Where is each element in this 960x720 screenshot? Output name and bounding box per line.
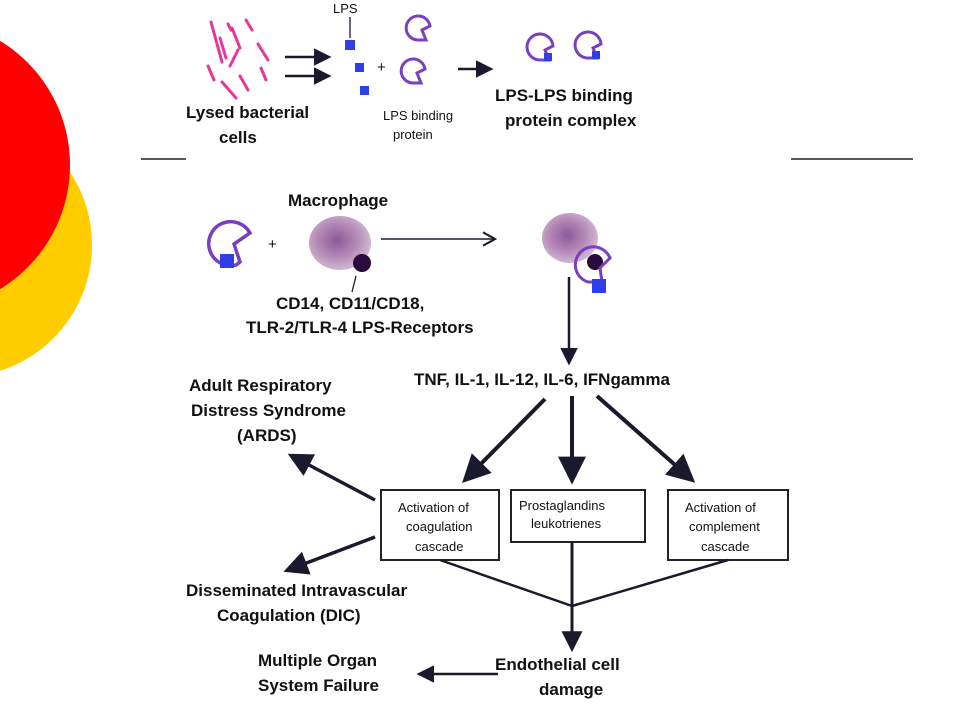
arrow-to-complement [595,394,696,483]
ards-label-line3: (ARDS) [237,426,297,445]
complement-box-line3: cascade [701,539,749,554]
receptors-label-line2: TLR-2/TLR-4 LPS-Receptors [246,318,474,337]
lysis-arrows [285,48,332,85]
decorative-circles [0,40,92,371]
lps-square-icon [360,86,369,95]
prostaglandins-box-line1: Prostaglandins [519,498,605,513]
cytokines-label: TNF, IL-1, IL-12, IL-6, IFNgamma [414,370,671,389]
coagulation-box-line3: cascade [415,539,463,554]
receptor-pointer [351,275,357,293]
complex-label-line2: protein complex [505,111,637,130]
lps-binding-protein-label-line1: LPS binding [383,108,453,123]
mosf-label-line2: System Failure [258,676,379,695]
plus-sign-top: + [377,59,386,76]
red-circle [0,40,70,290]
lps-complex-large-icon [207,219,253,268]
complement-box: Activation of complement cascade [667,489,789,561]
dic-label-line2: Coagulation (DIC) [217,606,361,625]
coagulation-box-line1: Activation of [398,500,469,515]
activated-macrophage-icon [542,213,612,293]
coagulation-box: Activation of coagulation cascade [380,489,500,561]
ards-label-line1: Adult Respiratory [189,376,332,395]
lps-label: LPS [333,1,358,16]
arrow-to-coagulation [462,397,547,483]
complement-box-line2: complement [689,519,760,534]
complex-label-line1: LPS-LPS binding [495,86,633,105]
converging-lines [439,558,729,608]
lps-lbp-complex-icon [525,30,603,62]
endothelial-label-line2: damage [539,680,603,699]
middle-section: + Macrophage CD14, CD11/CD18, TLR-2/TLR-… [207,191,671,389]
arrow-to-ards [287,453,376,502]
lps-square-icon [345,40,355,50]
dic-label-line1: Disseminated Intravascular [186,581,407,600]
macrophage-label: Macrophage [288,191,388,210]
prostaglandins-box-line2: leukotrienes [531,516,602,531]
complement-box-line1: Activation of [685,500,756,515]
lysed-cells-label-line1: Lysed bacterial [186,103,309,122]
lysed-bacteria-fragments-icon [206,18,270,100]
plus-sign-middle: + [268,236,277,253]
endothelial-label-line1: Endothelial cell [495,655,620,674]
arrow-to-dic [283,535,376,575]
lps-binding-protein-label-line2: protein [393,127,433,142]
receptors-label-line1: CD14, CD11/CD18, [276,294,424,313]
mosf-label-line1: Multiple Organ [258,651,377,670]
prostaglandins-box: Prostaglandins leukotrienes [510,489,646,543]
receptor-icon [353,254,371,272]
top-section: Lysed bacterial cells LPS + LPS binding … [186,1,637,147]
coagulation-box-line2: coagulation [406,519,473,534]
lps-square-icon [355,63,364,72]
macrophage-icon [309,216,371,272]
lps-binding-protein-icon [399,14,432,85]
ards-label-line2: Distress Syndrome [191,401,346,420]
bottom-section: Activation of coagulation cascade Prosta… [186,376,789,699]
lysed-cells-label-line2: cells [219,128,257,147]
